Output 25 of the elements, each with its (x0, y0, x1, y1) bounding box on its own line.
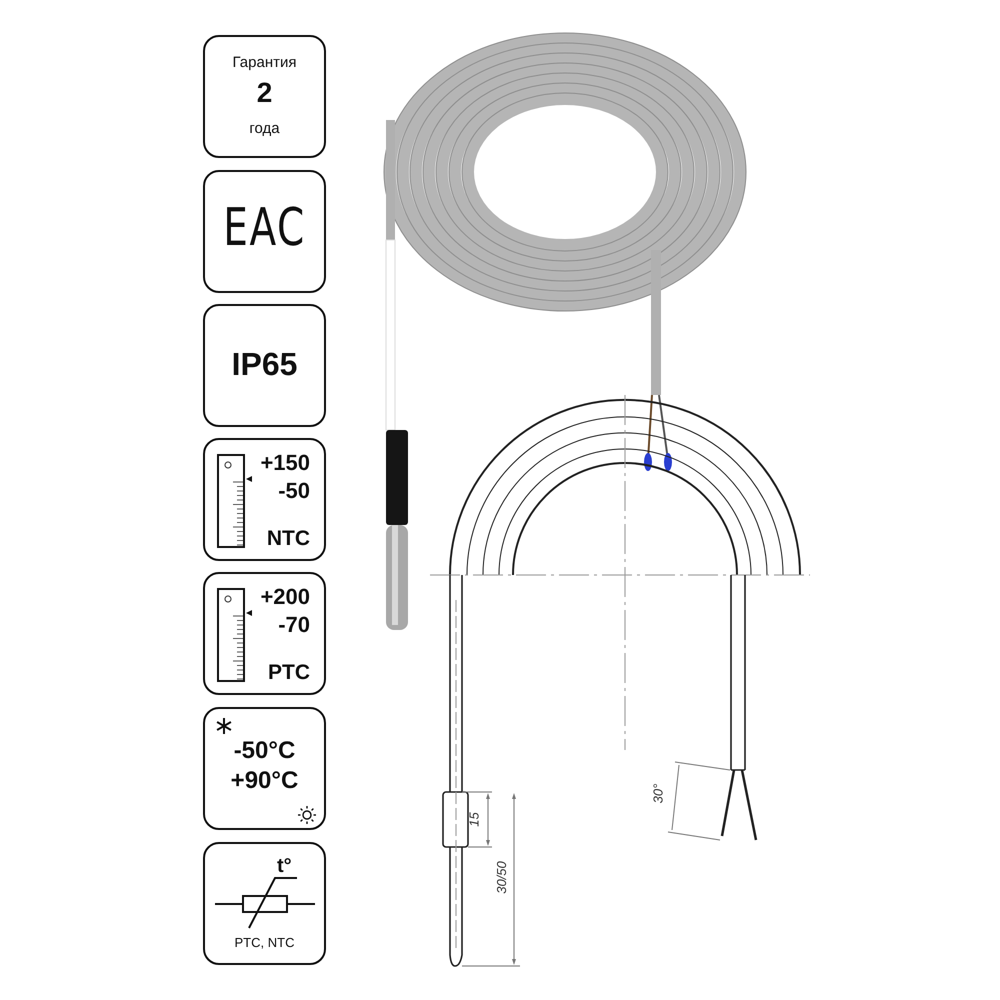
warranty-text: 2 (256, 79, 274, 107)
temperature-text: -50°C (232, 739, 296, 763)
symbol-caption: t° (277, 856, 292, 876)
dimension-label: 30° (650, 784, 666, 804)
range-text: PTC (268, 662, 310, 683)
range-text: -70 (278, 614, 310, 636)
dimension-label: 30/50 (494, 861, 509, 894)
feature-card (203, 438, 326, 561)
feature-card (203, 35, 326, 158)
feature-card (203, 842, 326, 965)
feature-card (203, 304, 326, 427)
warranty-text: года (248, 121, 281, 136)
warranty-text: Гарантия (232, 55, 298, 70)
feature-card (203, 572, 326, 695)
feature-card (203, 170, 326, 293)
temperature-text: +90°C (230, 769, 300, 793)
range-text: NTC (266, 528, 310, 549)
dimension-label: 15 (466, 812, 482, 827)
symbol-caption: PTC, NTC (234, 936, 296, 949)
range-text: +200 (260, 586, 310, 608)
protection-rating: IP65 (230, 348, 298, 380)
range-text: -50 (278, 480, 310, 502)
certification-mark: EAC (222, 202, 307, 254)
feature-card (203, 707, 326, 830)
range-text: +150 (260, 452, 310, 474)
